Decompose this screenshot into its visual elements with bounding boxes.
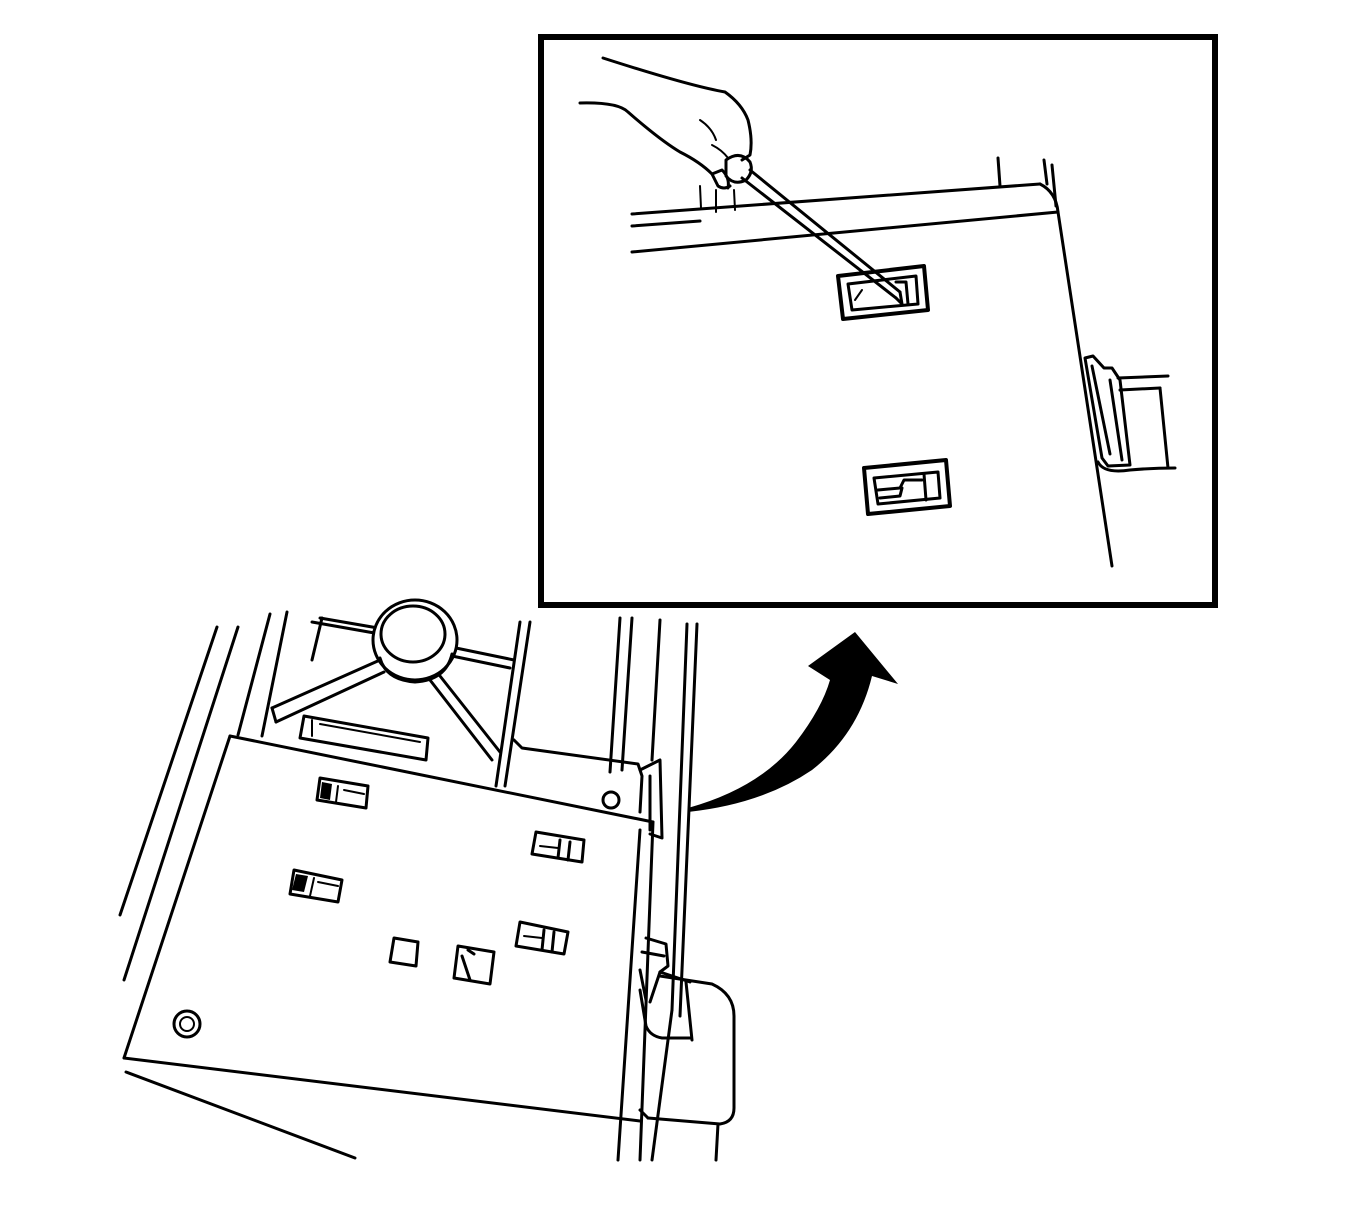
- inset-panel-edges: [630, 156, 1114, 568]
- inset-side-clip: [1083, 354, 1177, 473]
- main-left-edges: [118, 610, 324, 982]
- main-square-hole: [388, 936, 420, 968]
- main-retainer-slot-1: [315, 776, 370, 810]
- main-retainer-slot-4: [514, 920, 570, 956]
- main-long-slot: [298, 714, 430, 762]
- inset-upper-retainer-slot: [836, 264, 930, 321]
- main-front-panel: [122, 734, 655, 1162]
- main-door-tab: [638, 974, 736, 1162]
- main-retainer-slot-2: [530, 830, 586, 864]
- main-side-clip: [638, 936, 694, 1042]
- main-view: [118, 598, 736, 1162]
- detail-inset: [538, 34, 1218, 608]
- callout-arrow: [688, 632, 898, 812]
- main-round-hole: [172, 1009, 202, 1039]
- main-corner-bracket: [512, 738, 664, 840]
- main-retainer-slot-3: [288, 868, 344, 904]
- main-ring-bracket: [270, 598, 516, 762]
- main-right-edges: [494, 616, 699, 1162]
- inset-lower-retainer-slot: [862, 458, 952, 516]
- main-clip-hole: [452, 944, 496, 986]
